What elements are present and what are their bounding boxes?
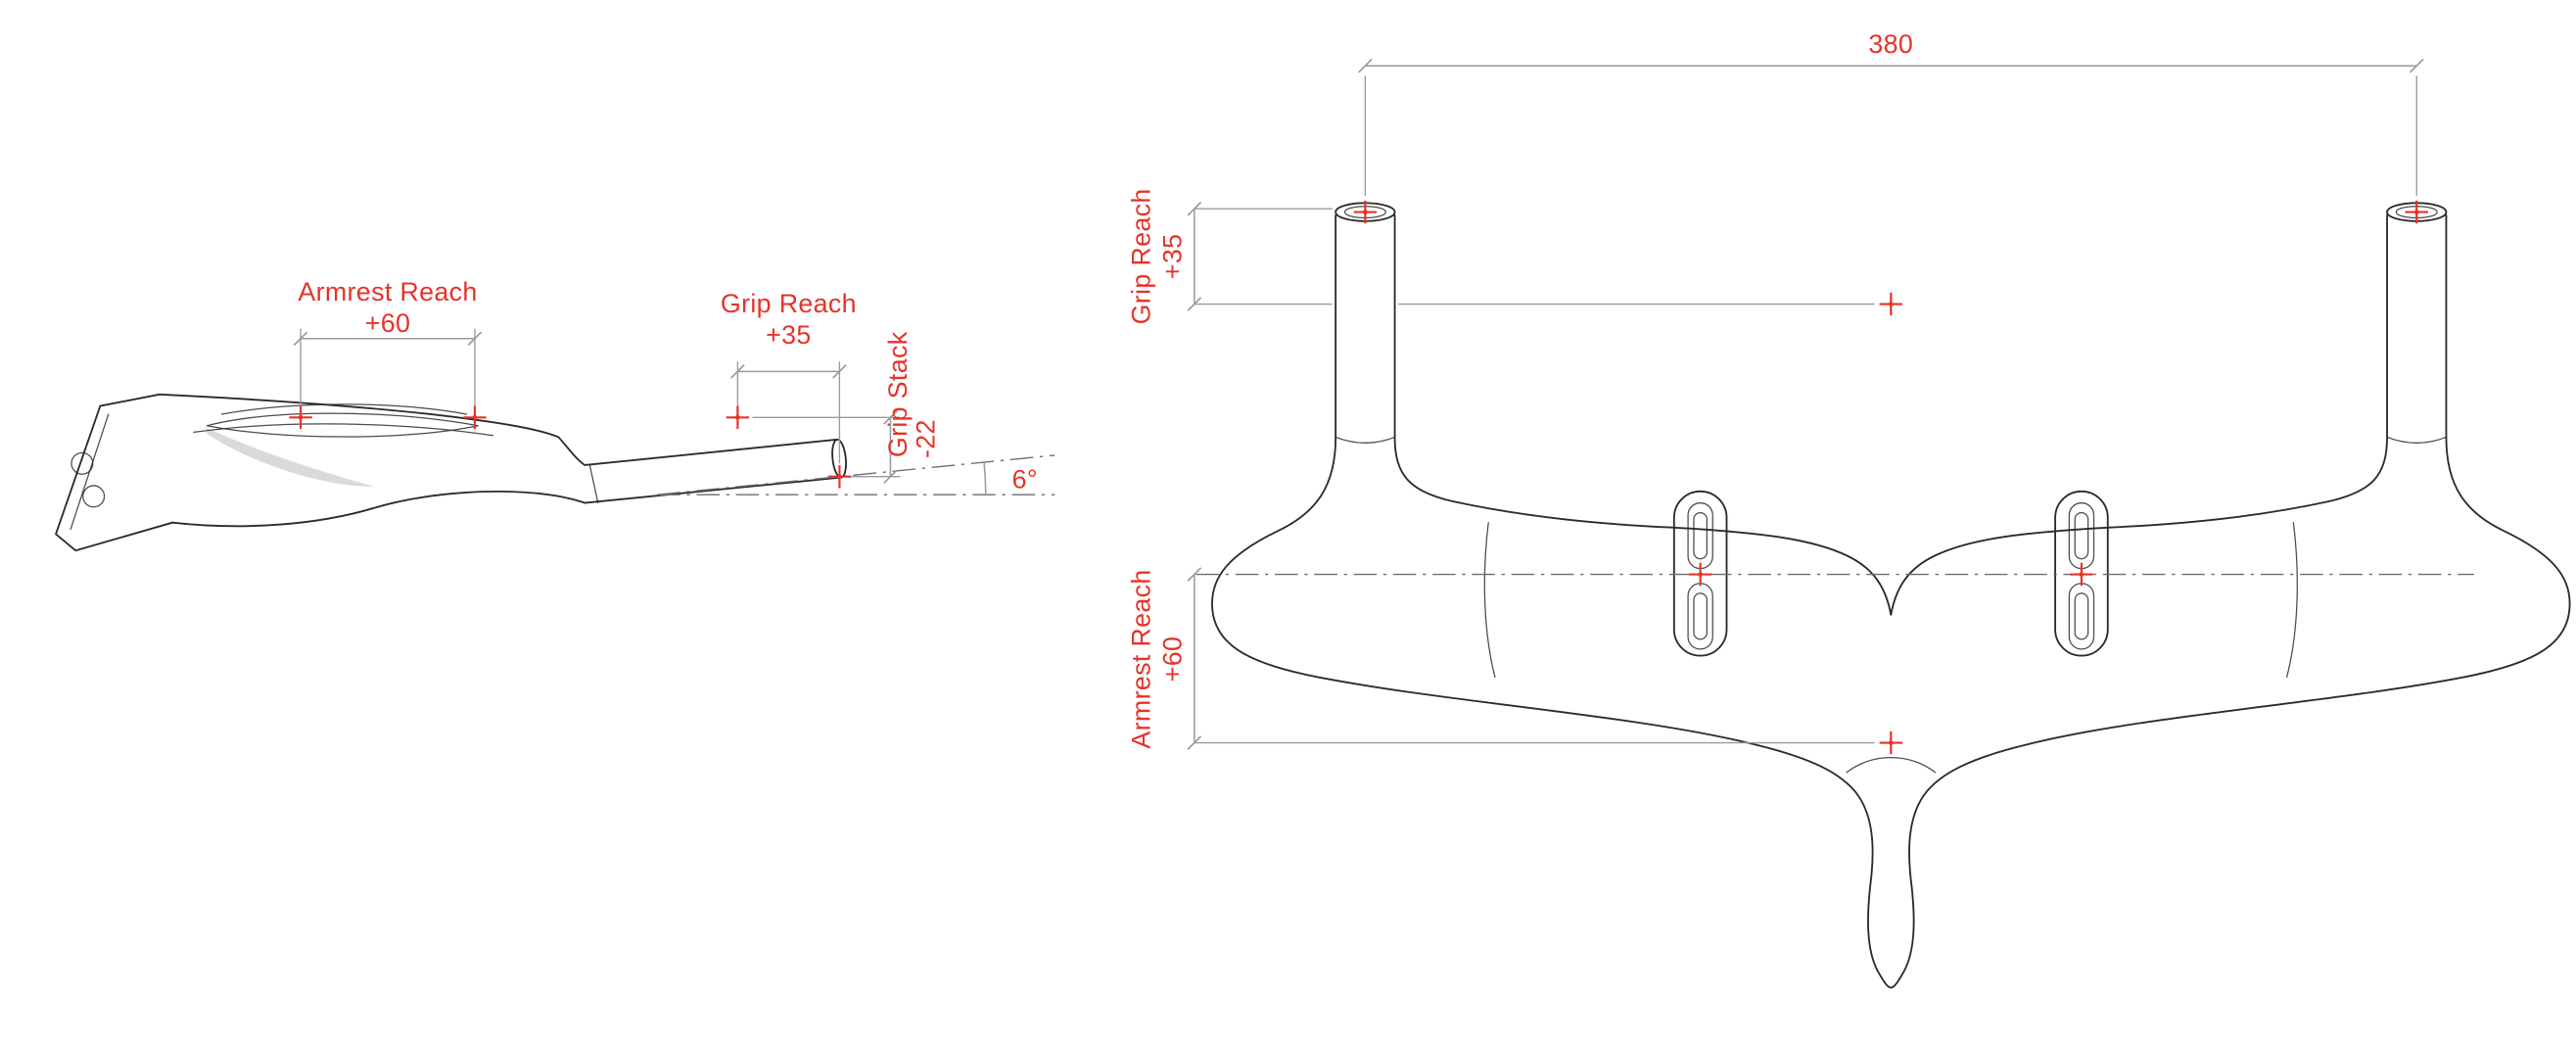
- armrest-pad-top-line: [220, 403, 468, 415]
- dimension-tick: [1358, 58, 2424, 73]
- bar-outer-silhouette: [1211, 213, 2571, 989]
- clamp-bolt-hole-lower: [82, 485, 106, 508]
- front-view-drawing: [1195, 202, 2571, 989]
- extension-top-edge: [567, 439, 837, 466]
- grip-reach-value: +35: [766, 320, 812, 350]
- bar-inner-edge-right: [1890, 213, 2388, 616]
- reference-point-marker: [288, 404, 313, 431]
- grip-reach-value: +35: [1157, 234, 1187, 280]
- angle-arc: [983, 462, 987, 495]
- bar-inner-edge-left: [1393, 213, 1893, 616]
- bar-body-bottom-edge: [171, 491, 586, 528]
- reference-point-marker: [462, 404, 488, 431]
- dimension-tick: [1187, 567, 1202, 750]
- clamp-bolt-hole-upper: [70, 451, 94, 475]
- grip-tube-seam-right: [2386, 436, 2448, 444]
- front-grip-reach-dimension: Grip Reach +35: [1127, 188, 1875, 324]
- reference-point-marker: [1878, 291, 1904, 317]
- armrest-reach-label: Armrest Reach: [1127, 569, 1156, 748]
- dimension-tick: [883, 410, 898, 485]
- side-view: 6° Armrest Reach +60 Grip Reach +35: [55, 277, 1055, 552]
- grip-stack-value: -22: [912, 419, 941, 458]
- armrest-pad-outline: [206, 412, 479, 438]
- dimension-tick: [1187, 201, 1202, 311]
- armrest-reach-value: +60: [365, 308, 411, 338]
- extension-bottom-edge: [584, 476, 843, 504]
- overall-width-value: 380: [1868, 29, 1913, 59]
- armrest-pad-lower-line: [193, 423, 494, 437]
- dimension-tick: [293, 331, 483, 347]
- extension-seam-line: [588, 464, 599, 504]
- overall-width-dimension: 380: [1358, 29, 2424, 196]
- side-armrest-reach-dimension: Armrest Reach +60: [288, 277, 488, 431]
- grip-stack-label: Grip Stack: [883, 331, 913, 457]
- grip-angle-value: 6°: [1012, 464, 1038, 494]
- reference-point-marker: [725, 404, 751, 431]
- grip-angle-dimension: 6°: [657, 454, 1055, 495]
- grip-reach-label: Grip Reach: [721, 289, 857, 318]
- stem-fairing-upper-line: [1846, 757, 1937, 774]
- side-grip-stack-dimension: Grip Stack -22: [752, 331, 941, 485]
- clamp-bracket-outline: [55, 393, 174, 552]
- armrest-reach-label: Armrest Reach: [298, 277, 477, 306]
- angle-axis-line: [657, 454, 1055, 495]
- grip-reach-label: Grip Reach: [1127, 188, 1156, 324]
- reference-point-marker: [1878, 730, 1904, 756]
- front-armrest-reach-dimension: Armrest Reach +60: [1127, 567, 1875, 750]
- bar-body-top-edge: [158, 393, 570, 450]
- dimension-tick: [730, 364, 847, 379]
- armrest-reach-value: +60: [1157, 636, 1187, 683]
- side-grip-reach-dimension: Grip Reach +35: [721, 289, 857, 490]
- wing-seam-left: [1483, 522, 1496, 679]
- front-view: 380 Grip Reach +35 Armrest Reach +60: [1127, 29, 2571, 989]
- wing-seam-right: [2286, 522, 2298, 679]
- grip-tube-seam-left: [1335, 436, 1396, 444]
- front-reference-markers: [1352, 199, 2430, 756]
- reference-point-marker: [826, 463, 853, 490]
